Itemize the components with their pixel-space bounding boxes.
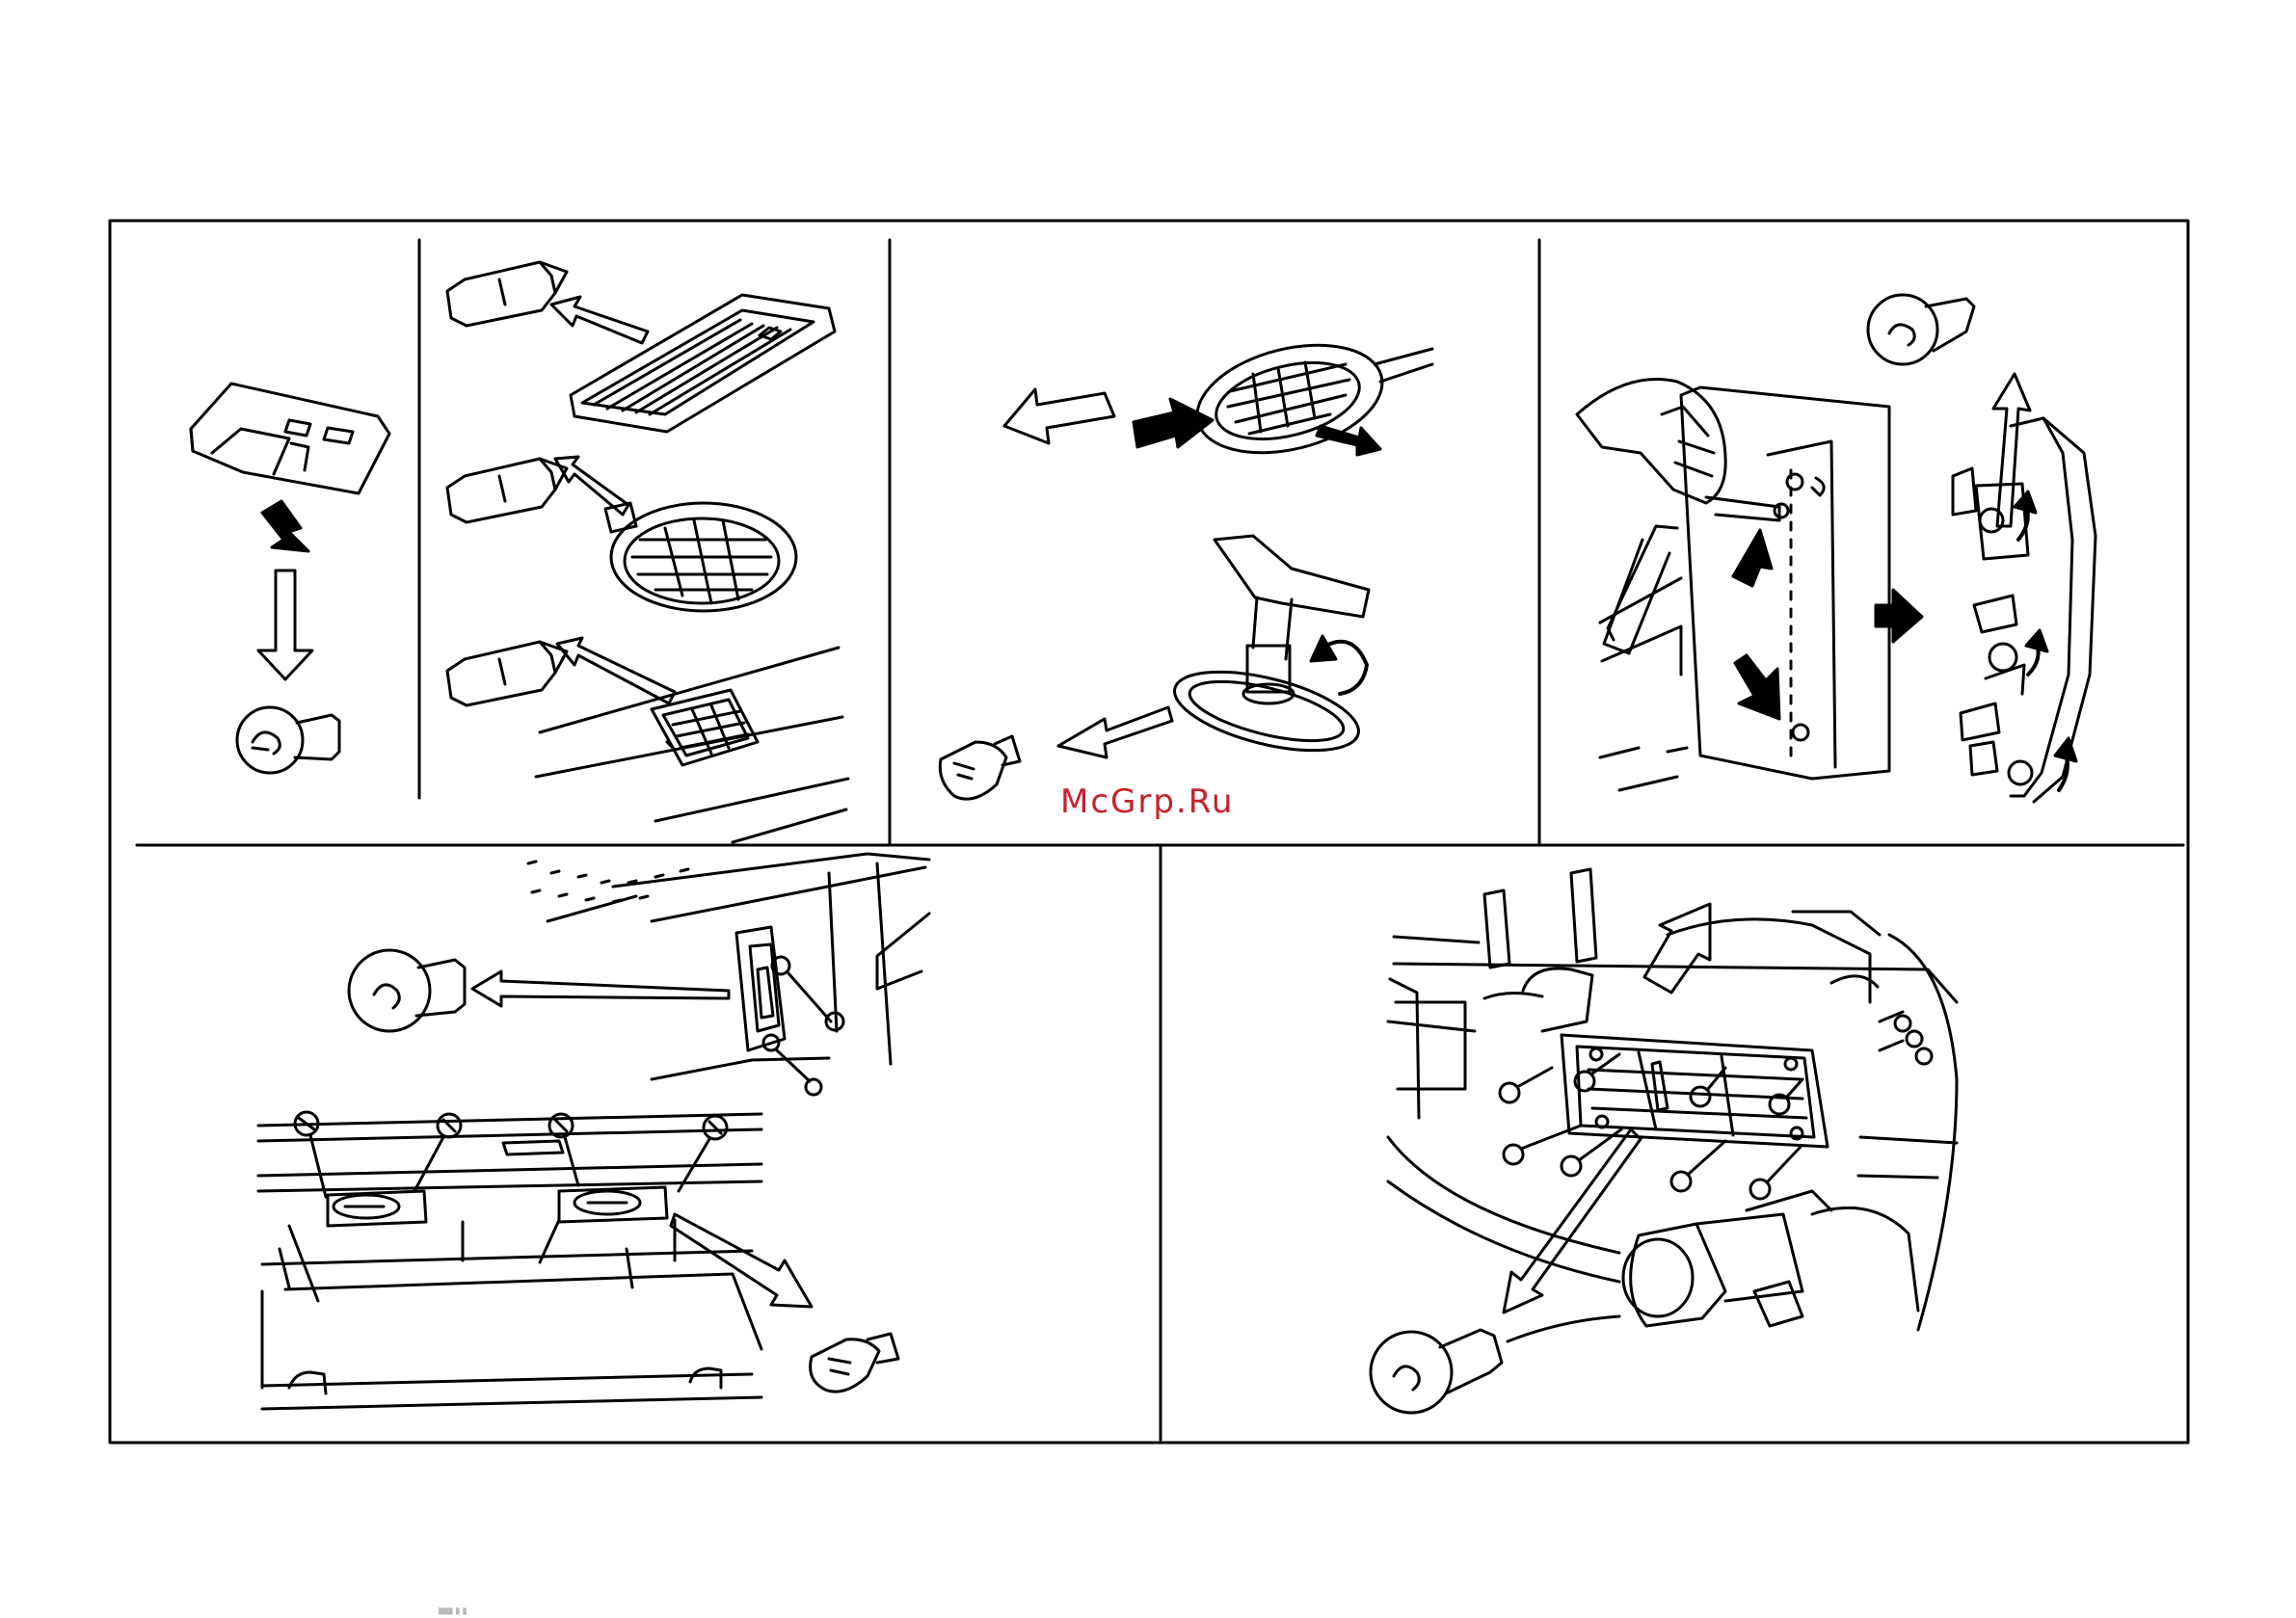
outline-arrow-icon xyxy=(1644,904,1710,993)
panel-boot-and-plate-lamps xyxy=(258,854,929,1409)
festoon-bulb-icon xyxy=(447,642,567,705)
black-right-arrow-icon xyxy=(1876,590,1922,642)
dome-light-icon xyxy=(191,384,389,493)
bulb-holder-icon xyxy=(1953,418,2096,802)
screw-icon xyxy=(1750,1147,1801,1199)
panel-map-light xyxy=(191,384,389,773)
outline-left-arrow-icon xyxy=(1004,389,1114,443)
screw-icon xyxy=(679,1116,727,1191)
reversing-lamp-assembly xyxy=(1623,1191,1918,1326)
black-up-arrow-icon xyxy=(1733,530,1772,586)
outline-down-arrow-icon xyxy=(258,570,312,679)
black-down-arrow-icon xyxy=(1735,655,1779,719)
festoon-bulb-icon xyxy=(447,459,567,522)
watermark-text: McGrp.Ru xyxy=(1060,782,1234,821)
outline-arrow-icon xyxy=(551,297,648,343)
bulb-icon xyxy=(1868,295,1974,364)
bulb-icon xyxy=(1371,1330,1502,1413)
panel-interior-lamps xyxy=(447,262,848,842)
outline-arrow-icon xyxy=(557,638,675,703)
wedge-bulb-icon xyxy=(940,736,1020,799)
bulb-icon xyxy=(237,707,339,773)
screw-icon xyxy=(1671,1141,1725,1191)
wedge-bulb-icon xyxy=(811,1334,898,1392)
panel-rear-lamp-unit xyxy=(1371,869,1957,1413)
footer-mark: ▒▒▒▒ ▒ ▒ xyxy=(439,1608,467,1615)
lamp-unit-icon xyxy=(1562,1035,1828,1147)
plate-lamp-icon xyxy=(328,1191,426,1226)
panel-side-repeater xyxy=(940,328,1432,799)
bulb-icon xyxy=(349,950,465,1031)
black-right-arrow-icon xyxy=(1134,399,1213,447)
room-lamp-icon xyxy=(571,295,835,432)
screw-icon xyxy=(1500,1068,1552,1102)
screw-icon xyxy=(1770,1079,1802,1114)
lamp-unit-icon xyxy=(736,927,785,1050)
screw-icon xyxy=(1504,1126,1581,1164)
outline-arrow-icon xyxy=(1058,707,1172,757)
plate-lamp-icon xyxy=(559,1187,667,1222)
twist-socket-icon xyxy=(1167,536,1369,766)
tail-panel xyxy=(1600,387,1889,790)
round-lamp-icon xyxy=(605,503,796,611)
screw-icon xyxy=(549,1114,578,1185)
outline-left-arrow-icon xyxy=(472,971,729,1006)
down-arrow-icon xyxy=(262,501,308,551)
repeater-lens-icon xyxy=(1186,328,1432,470)
screw-icon xyxy=(414,1114,461,1191)
festoon-bulb-icon xyxy=(447,262,567,326)
panel-rear-combination xyxy=(1577,295,2096,802)
